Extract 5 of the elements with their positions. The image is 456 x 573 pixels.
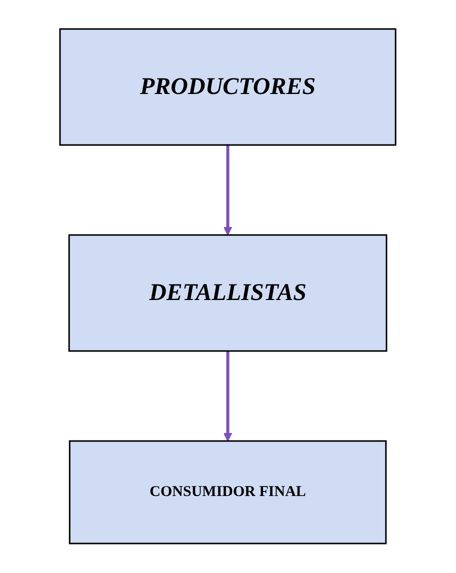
arrow [224, 145, 232, 236]
node-box: DETALLISTAS [68, 234, 388, 352]
node-box: CONSUMIDOR FINAL [69, 440, 387, 544]
node-box: PRODUCTORES [59, 28, 397, 146]
arrow [224, 351, 232, 442]
